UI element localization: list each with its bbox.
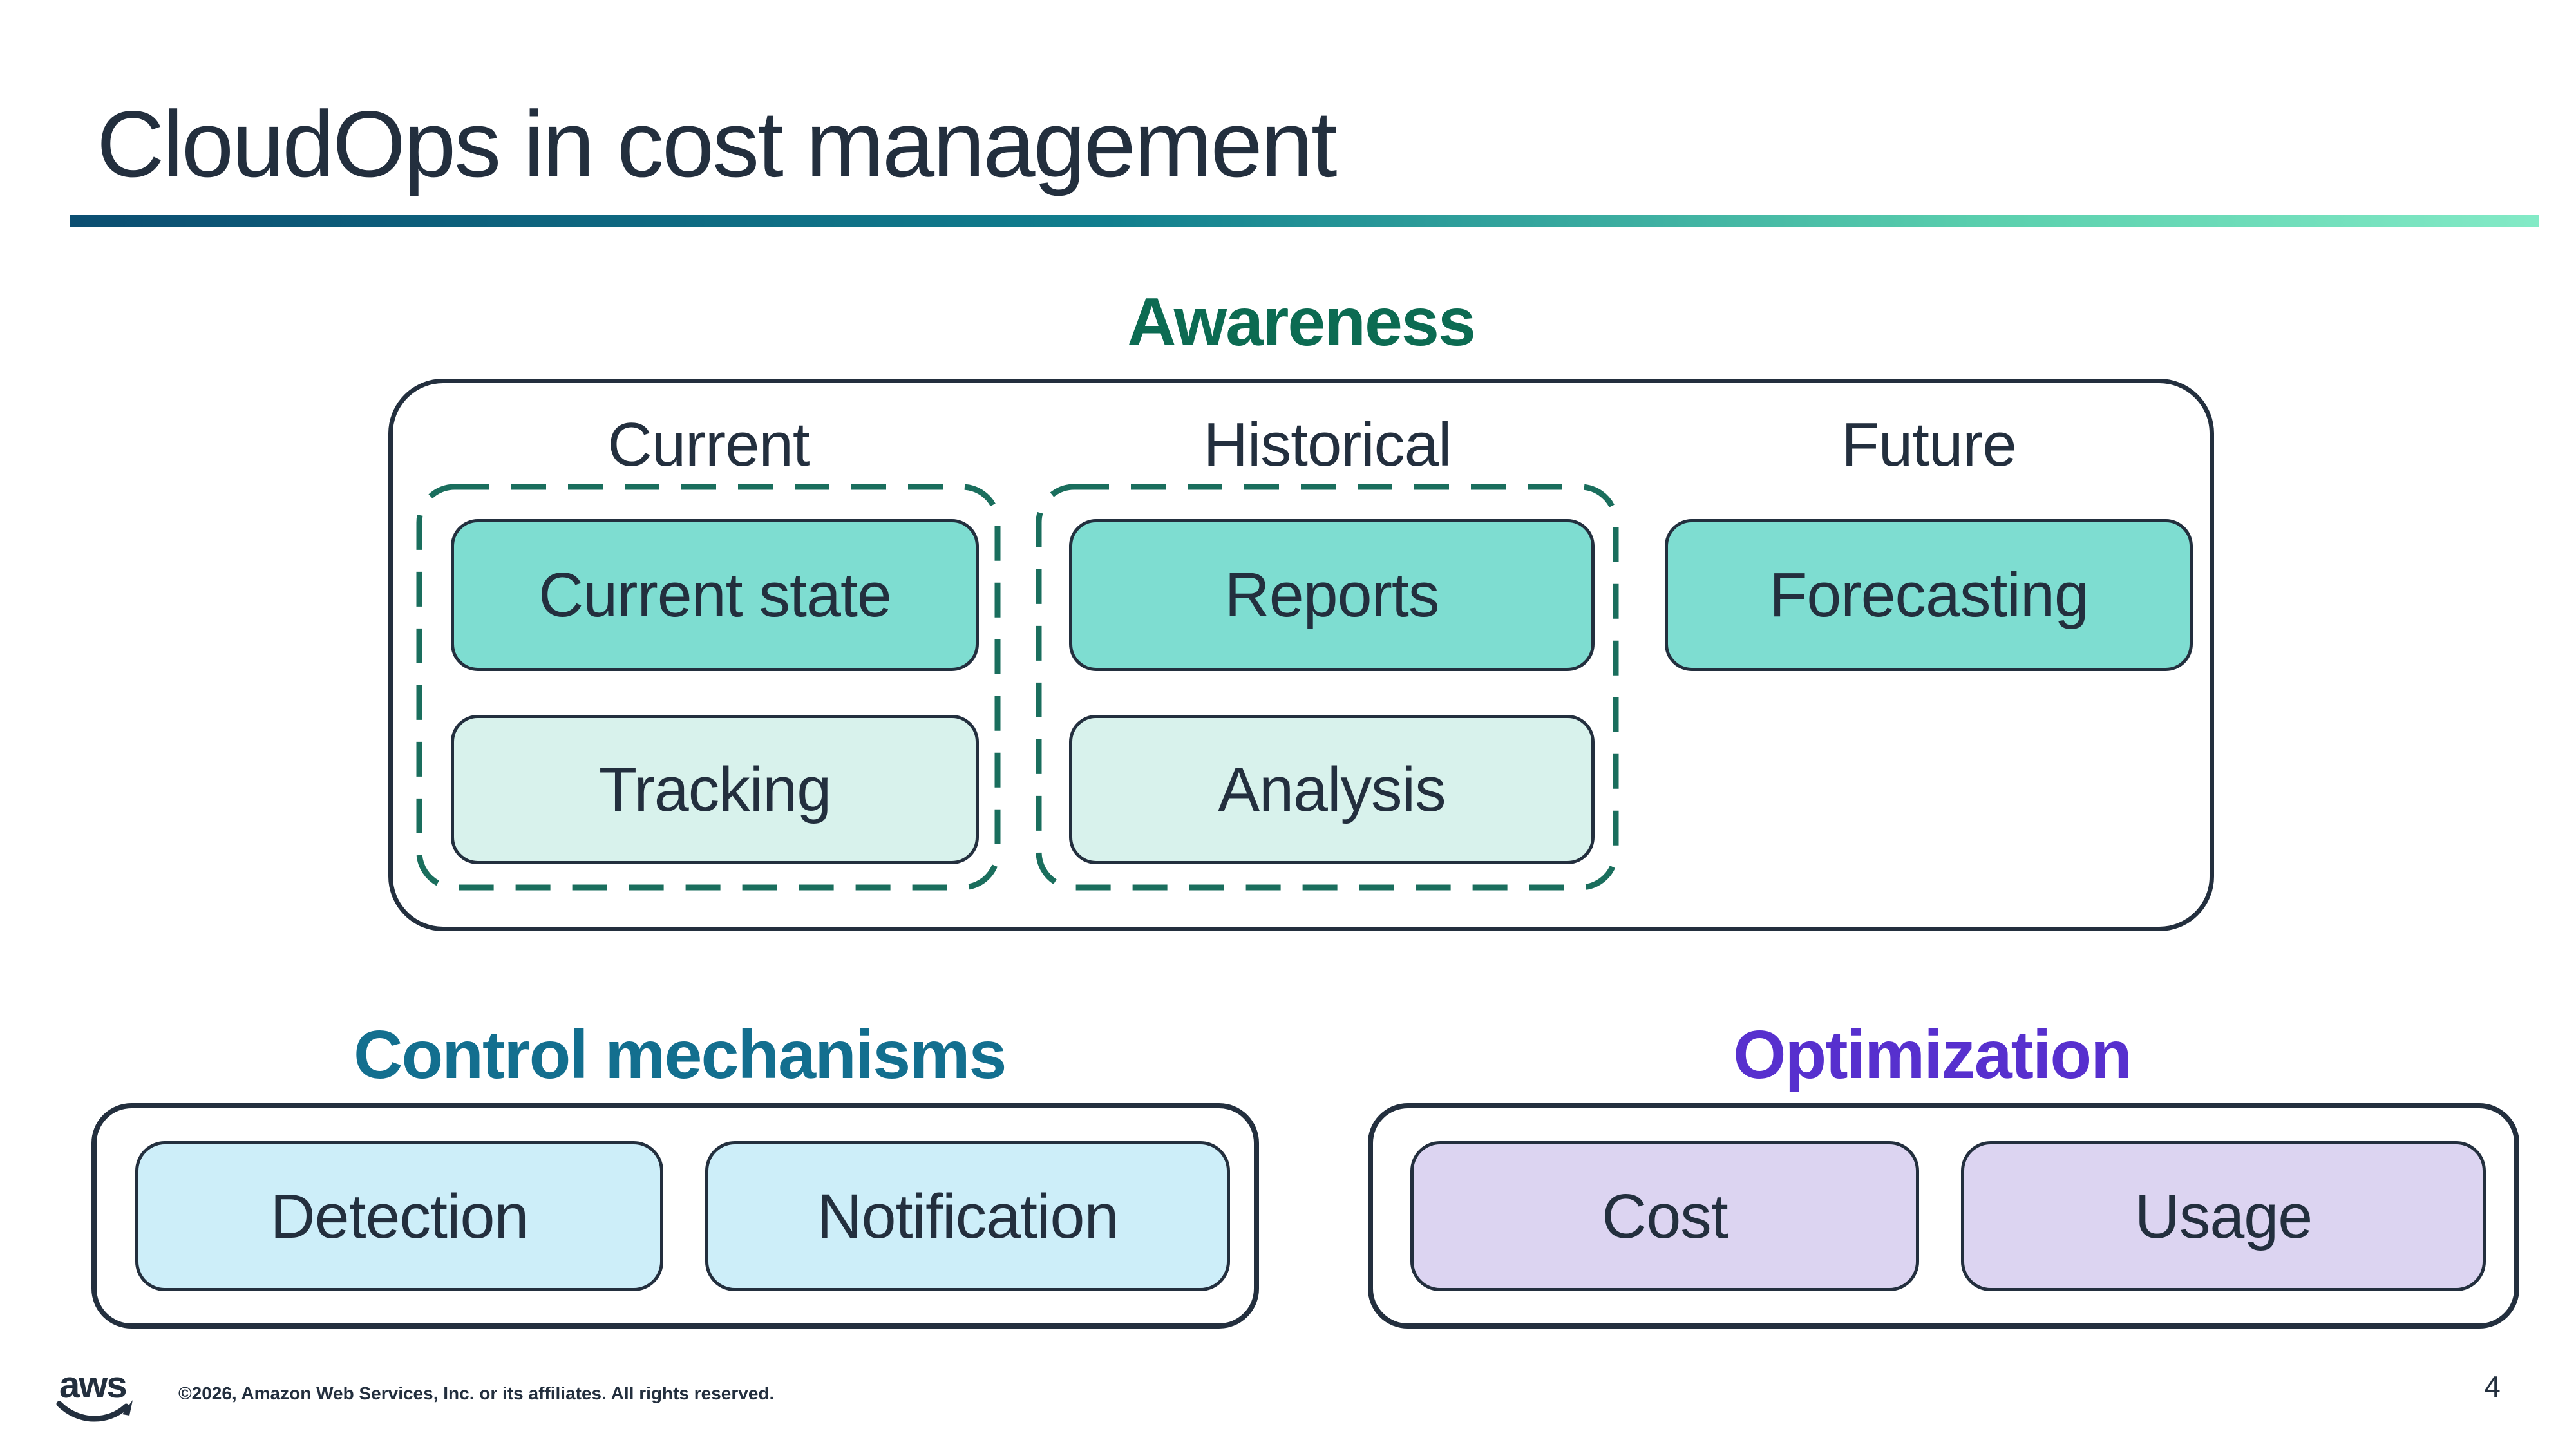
box-usage: Usage [1961, 1141, 2486, 1291]
column-label-historical: Historical [1203, 410, 1452, 479]
column-label-current: Current [607, 410, 810, 479]
box-forecasting: Forecasting [1665, 519, 2193, 671]
box-current-state-label: Current state [538, 560, 892, 630]
aws-logo-text: aws [59, 1364, 126, 1406]
page-title: CloudOps in cost management [97, 91, 1338, 196]
title-divider-gradient [70, 215, 2539, 227]
box-current-state: Current state [451, 519, 979, 671]
box-analysis: Analysis [1069, 715, 1595, 864]
current-group-outline [416, 484, 1001, 891]
awareness-heading: Awareness [1127, 284, 1476, 360]
box-usage-label: Usage [2134, 1180, 2313, 1251]
box-notification-label: Notification [817, 1180, 1119, 1251]
box-reports-label: Reports [1224, 560, 1440, 630]
box-cost: Cost [1410, 1141, 1919, 1291]
column-label-future: Future [1841, 410, 2016, 479]
box-reports: Reports [1069, 519, 1595, 671]
box-detection: Detection [135, 1141, 663, 1291]
aws-logo: aws [56, 1364, 133, 1422]
box-tracking: Tracking [451, 715, 979, 864]
control-mechanisms-heading: Control mechanisms [354, 1017, 1007, 1093]
box-cost-label: Cost [1602, 1180, 1728, 1251]
aws-smile-curve [56, 1401, 129, 1422]
box-detection-label: Detection [270, 1180, 529, 1251]
aws-smile-arrowhead [122, 1400, 133, 1416]
box-forecasting-label: Forecasting [1769, 560, 2089, 630]
box-notification: Notification [705, 1141, 1230, 1291]
copyright-text: ©2026, Amazon Web Services, Inc. or its … [178, 1383, 775, 1403]
historical-group-outline [1036, 484, 1619, 891]
optimization-heading: Optimization [1733, 1017, 2132, 1093]
box-analysis-label: Analysis [1218, 754, 1446, 824]
page-number: 4 [2484, 1370, 2501, 1403]
box-tracking-label: Tracking [598, 754, 831, 824]
